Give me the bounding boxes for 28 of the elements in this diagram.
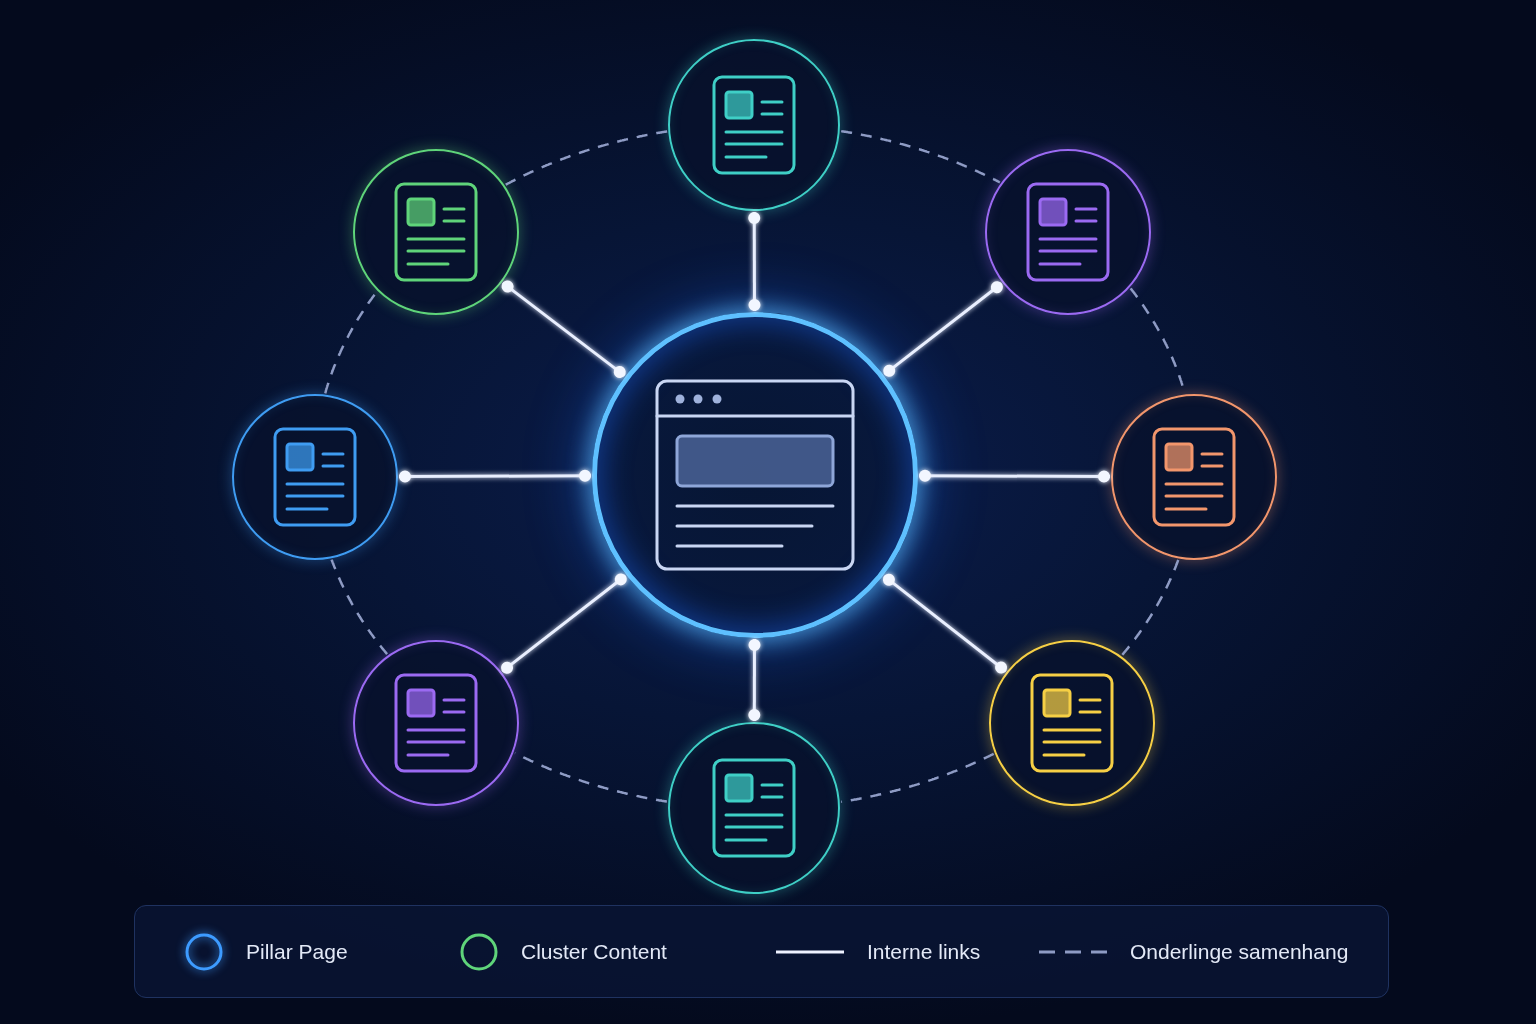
connector-line [501,280,626,378]
connector-line [882,573,1008,674]
legend-label: Cluster Content [521,939,667,964]
connector-line [883,281,1003,377]
cluster-content-node [353,640,519,806]
connector-line [748,639,761,721]
cluster-content-node [1111,394,1277,560]
cluster-content-node [668,722,840,894]
dashed-line [514,752,668,803]
connector-line [501,573,627,674]
cluster-content-node [353,149,519,315]
cluster-content-node [668,39,840,211]
legend-label: Pillar Page [246,939,348,964]
dashed-line [840,129,1001,184]
connector-line [919,469,1110,483]
legend-label: Onderlinge samenhang [1130,939,1349,964]
cluster-content-node [985,149,1151,315]
dashed-line [1120,559,1180,657]
cluster-content-node [232,394,398,560]
connector-line [748,212,761,311]
dashed-line [505,130,668,186]
legend-label: Interne links [867,939,981,964]
connector-line [399,469,591,483]
pillar-page-node [592,312,918,638]
dashed-line [330,558,389,655]
dashed-line [840,752,995,804]
dashed-line [324,291,378,394]
cluster-content-node [989,640,1155,806]
